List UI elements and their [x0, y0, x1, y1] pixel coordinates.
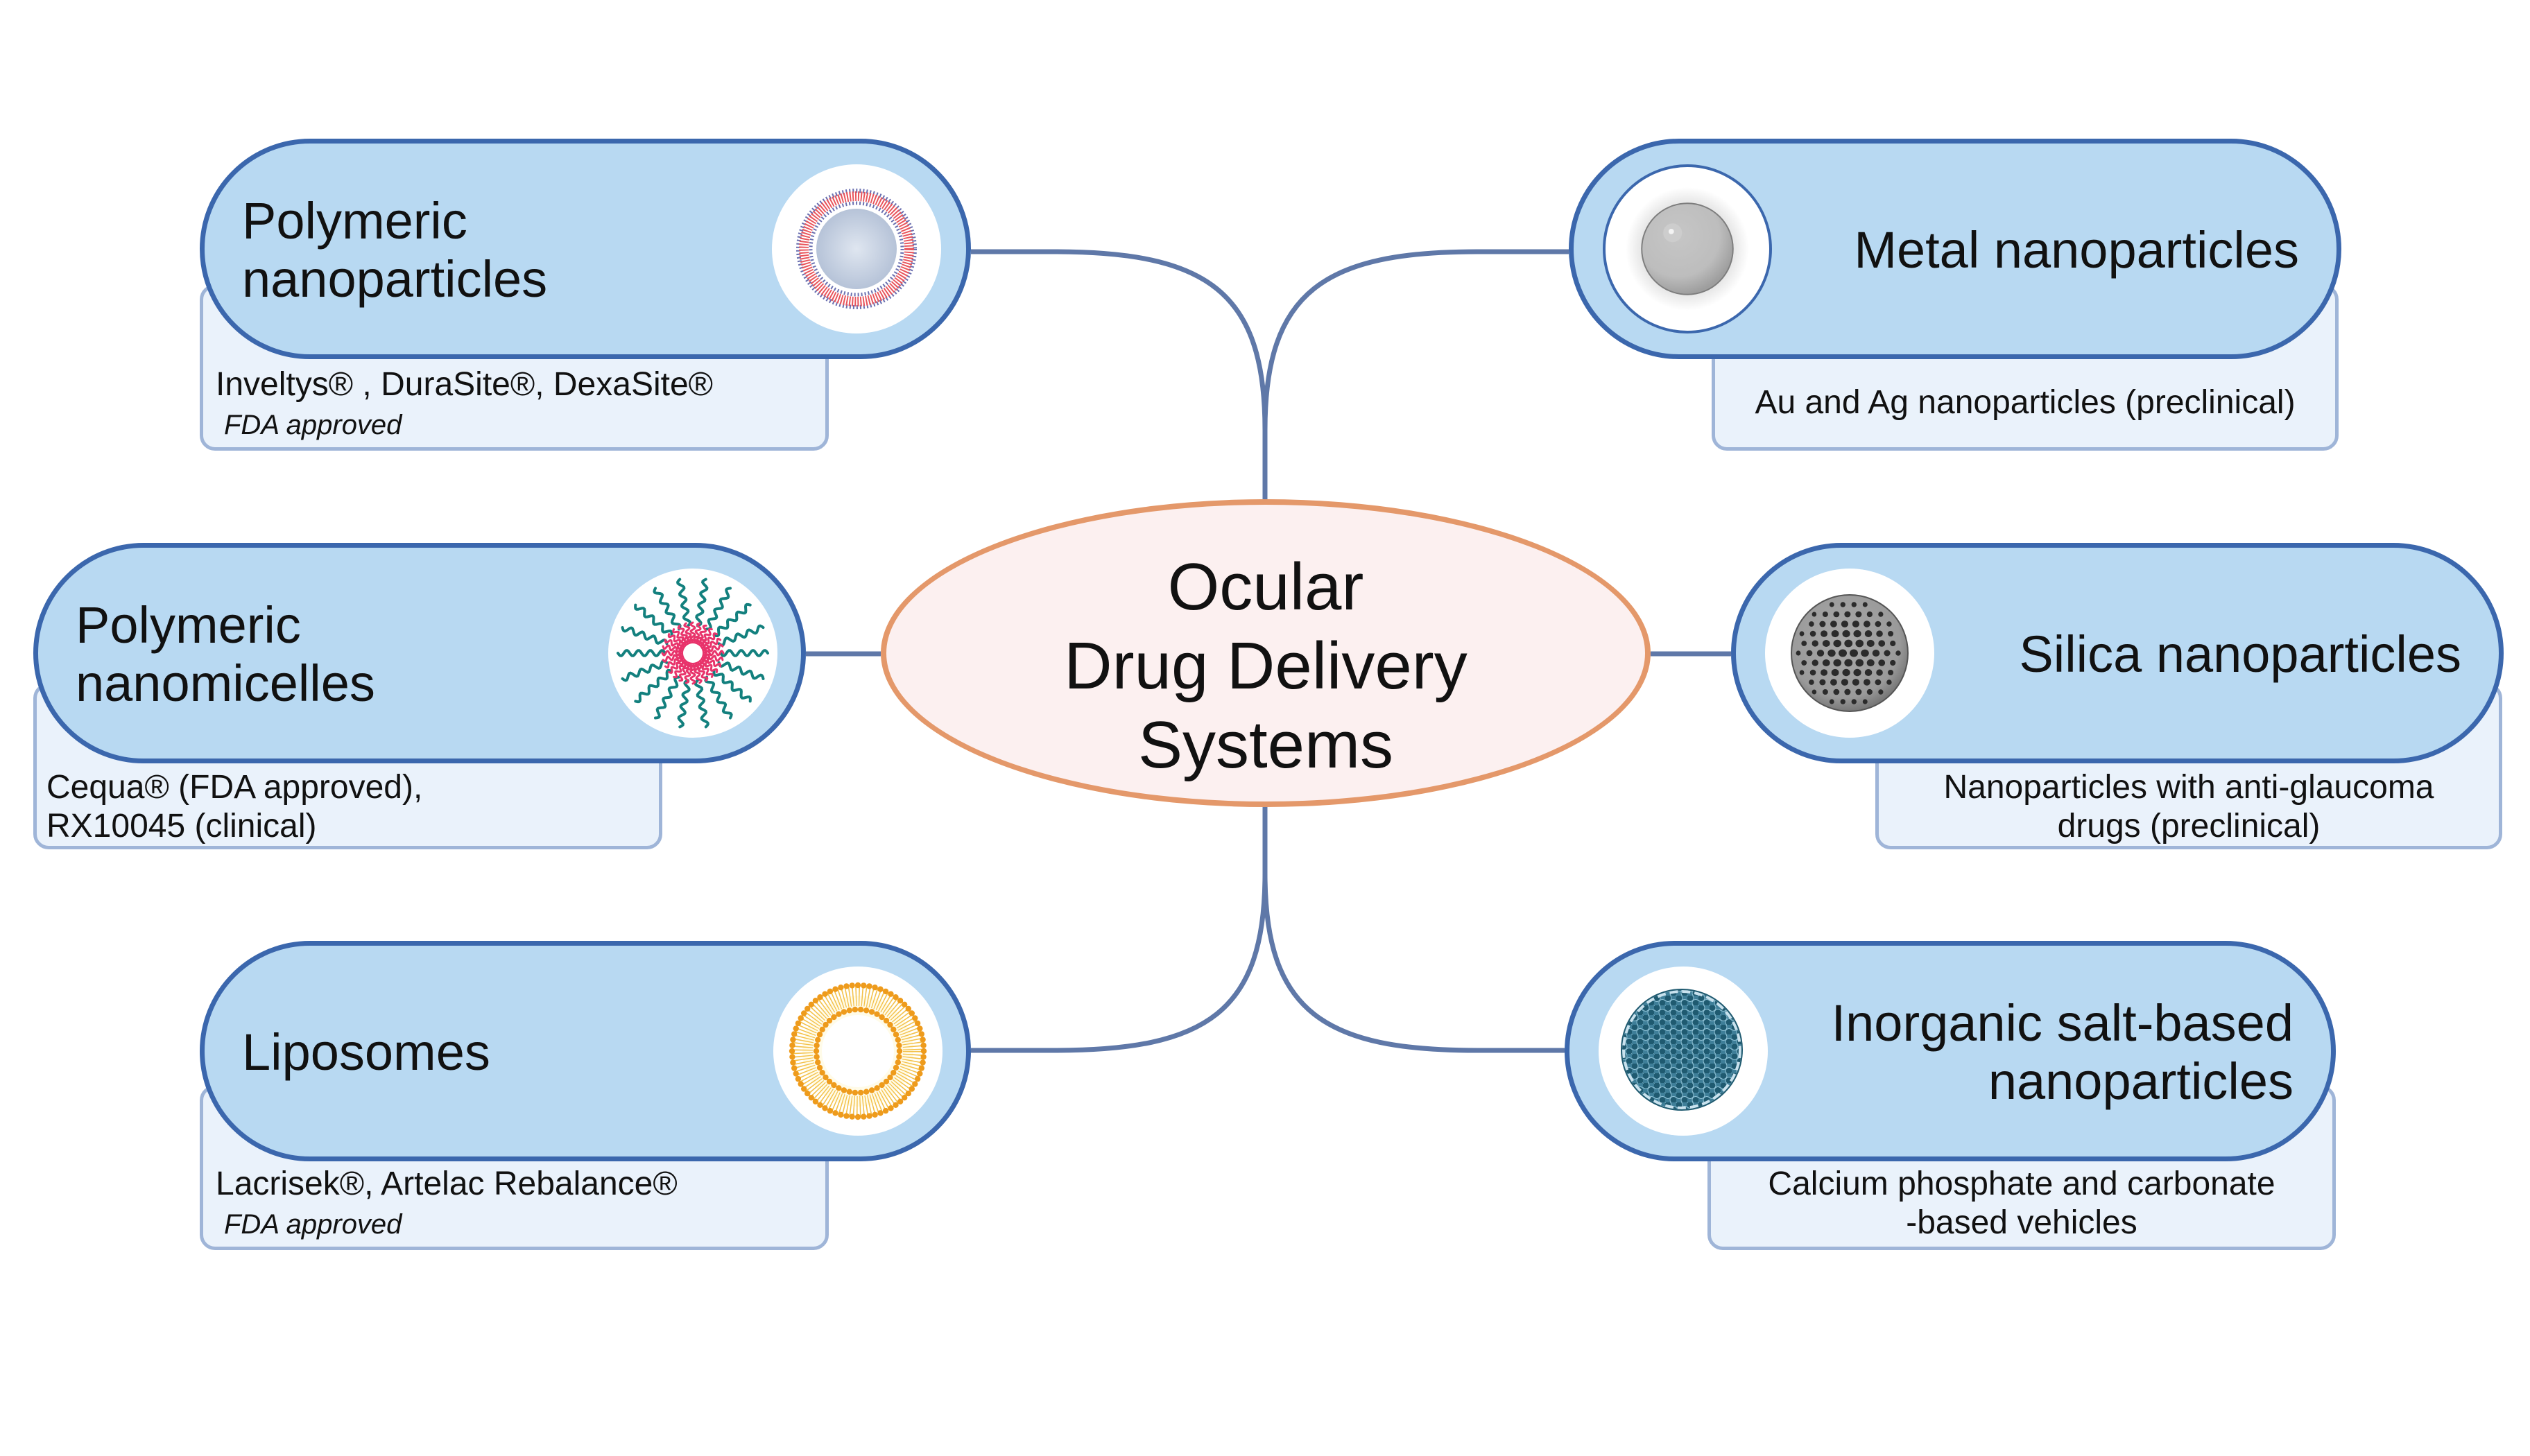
node-title: nanoparticles: [1988, 1052, 2294, 1110]
central-topic-line: Ocular: [1167, 550, 1364, 624]
node-title: Inorganic salt-based: [1831, 994, 2294, 1052]
node-title: nanoparticles: [242, 250, 548, 308]
node-polymeric-nanoparticles: Polymeric nanoparticles: [200, 139, 971, 359]
node-title: nanomicelles: [76, 655, 375, 712]
details-text: Au and Ag nanoparticles (preclinical): [1755, 384, 2296, 421]
node-title: Metal nanoparticles: [1854, 221, 2299, 279]
details-text: Calcium phosphate and carbonate: [1768, 1165, 2275, 1202]
central-topic-line: Systems: [1137, 708, 1394, 782]
central-topic: Ocular Drug Delivery Systems: [881, 499, 1651, 807]
liposome-icon: [773, 967, 943, 1136]
nanomicelle-icon: [608, 569, 777, 738]
details-text: Inveltys® , DuraSite®, DexaSite®: [216, 366, 714, 403]
central-topic-line: Drug Delivery: [1064, 629, 1468, 703]
connector-metal-nanoparticles: [1262, 249, 1569, 431]
node-metal-nanoparticles: Metal nanoparticles: [1569, 139, 2341, 359]
node-polymeric-nanomicelles: Polymeric nanomicelles: [33, 543, 806, 763]
details-text: Nanoparticles with anti-glaucoma: [1943, 769, 2434, 806]
silica-nanoparticle-icon: [1765, 569, 1934, 738]
inorganic-salt-nanoparticle-icon: [1599, 967, 1768, 1136]
details-text: Lacrisek®, Artelac Rebalance®: [216, 1165, 678, 1202]
details-box-silica-nanoparticles: Nanoparticles with anti-glaucoma drugs (…: [1875, 683, 2502, 849]
node-silica-nanoparticles: Silica nanoparticles: [1731, 543, 2504, 763]
details-text: drugs (preclinical): [2057, 808, 2321, 844]
node-inorganic-salt: Inorganic salt-based nanoparticles: [1565, 941, 2336, 1161]
node-title: Polymeric: [242, 192, 467, 250]
node-title: Liposomes: [242, 1023, 490, 1081]
polymeric-nanoparticle-icon: [772, 164, 941, 333]
connector-inorganic-salt: [1262, 873, 1565, 1053]
connector-polymeric-nanoparticles: [971, 249, 1268, 499]
approval-note: FDA approved: [224, 410, 402, 440]
approval-note: FDA approved: [224, 1209, 402, 1240]
metal-nanoparticle-icon: [1603, 164, 1772, 333]
node-title: Silica nanoparticles: [2019, 625, 2461, 683]
details-text: RX10045 (clinical): [46, 808, 317, 844]
connector-liposomes: [971, 807, 1268, 1053]
details-text: Cequa® (FDA approved),: [46, 769, 423, 806]
node-liposomes: Liposomes: [200, 941, 971, 1161]
node-title: Polymeric: [76, 596, 301, 654]
details-text: -based vehicles: [1906, 1204, 2137, 1241]
